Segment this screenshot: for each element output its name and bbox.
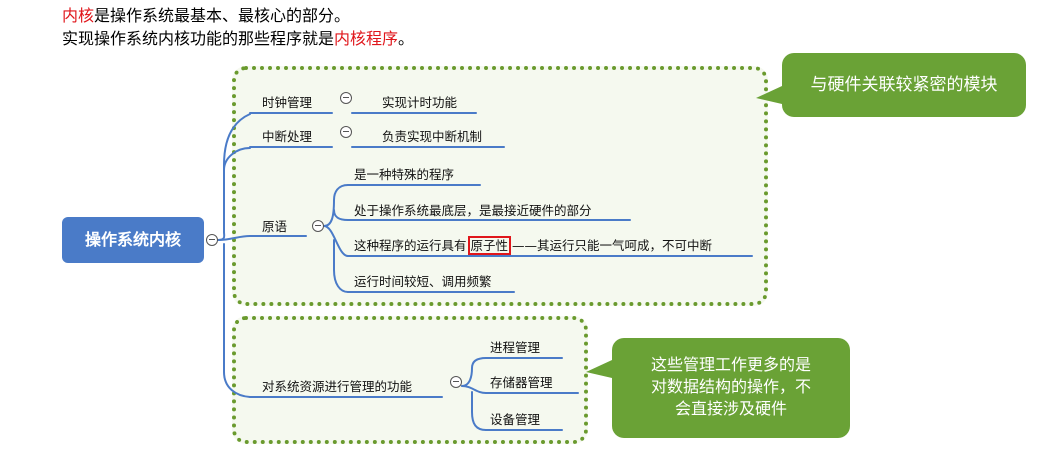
intro-line-2-text: 实现操作系统内核功能的那些程序就是 [62, 29, 335, 48]
resource-child-memory-label[interactable]: 存储器管理 [490, 375, 553, 390]
edge-root-interrupt [223, 147, 251, 171]
resource-child-process-label[interactable]: 进程管理 [490, 340, 541, 355]
branch-primitive-label[interactable]: 原语 [262, 219, 288, 234]
callout-hardware-related: 与硬件关联较紧密的模块 [782, 53, 1026, 117]
hardware-related-group-box [232, 66, 768, 306]
resource-child-device-label[interactable]: 设备管理 [490, 412, 541, 427]
edge-primitive-c1 [323, 184, 349, 227]
branch-resource-label[interactable]: 对系统资源进行管理的功能 [262, 379, 413, 394]
edge-resource-c1 [461, 357, 487, 387]
edge-root-primitive [217, 235, 251, 241]
interrupt-child-label[interactable]: 负责实现中断机制 [382, 129, 483, 144]
callout-bottom-pointer [586, 360, 612, 378]
callout-data-structure: 这些管理工作更多的是 对数据结构的操作，不 会直接涉及硬件 [612, 338, 850, 438]
edge-primitive-c3 [323, 225, 349, 257]
branch-resource-collapse-toggle[interactable] [450, 376, 462, 388]
intro-kernel-highlight: 内核 [62, 6, 95, 25]
clock-child-label[interactable]: 实现计时功能 [382, 95, 458, 110]
root-collapse-toggle[interactable] [206, 234, 218, 246]
intro-line-1: 内核是操作系统最基本、最核心的部分。 [62, 6, 350, 26]
branch-clock-collapse-toggle[interactable] [340, 92, 352, 104]
branch-clock-label[interactable]: 时钟管理 [262, 95, 313, 110]
branch-primitive-collapse-toggle[interactable] [312, 220, 324, 232]
edge-primitive-c2 [333, 209, 349, 221]
atomicity-highlight: 原子性 [467, 236, 512, 255]
intro-kernel-program-highlight: 内核程序 [334, 29, 399, 48]
intro-line-1-text: 是操作系统最基本、最核心的部分。 [94, 6, 351, 25]
resource-management-group-box [232, 316, 588, 444]
intro-line-2: 实现操作系统内核功能的那些程序就是内核程序。 [62, 29, 414, 49]
callout-top-text: 与硬件关联较紧密的模块 [810, 75, 998, 95]
branch-interrupt-label[interactable]: 中断处理 [262, 129, 313, 144]
primitive-child-3-label[interactable]: 这种程序的运行具有原子性——其运行只能一气呵成，不可中断 [354, 235, 713, 255]
edge-root-resource [223, 243, 251, 398]
primitive-child-3-after: ——其运行只能一气呵成，不可中断 [512, 238, 713, 253]
branch-interrupt-collapse-toggle[interactable] [340, 126, 352, 138]
intro-line-2-end: 。 [398, 29, 415, 48]
edge-resource-c2 [461, 385, 487, 394]
callout-bottom-text: 这些管理工作更多的是 对数据结构的操作，不 会直接涉及硬件 [650, 355, 811, 418]
edge-root-clock [217, 113, 251, 241]
callout-top-pointer [756, 86, 782, 104]
primitive-child-2-label[interactable]: 处于操作系统最底层，是最接近硬件的部分 [354, 203, 592, 218]
edge-resource-c3 [471, 391, 487, 431]
root-node[interactable]: 操作系统内核 [62, 217, 204, 263]
edge-primitive-c4 [333, 239, 349, 293]
primitive-child-4-label[interactable]: 运行时间较短、调用频繁 [354, 274, 492, 289]
primitive-child-3-before: 这种程序的运行具有 [354, 238, 467, 253]
primitive-child-1-label[interactable]: 是一种特殊的程序 [354, 167, 455, 182]
